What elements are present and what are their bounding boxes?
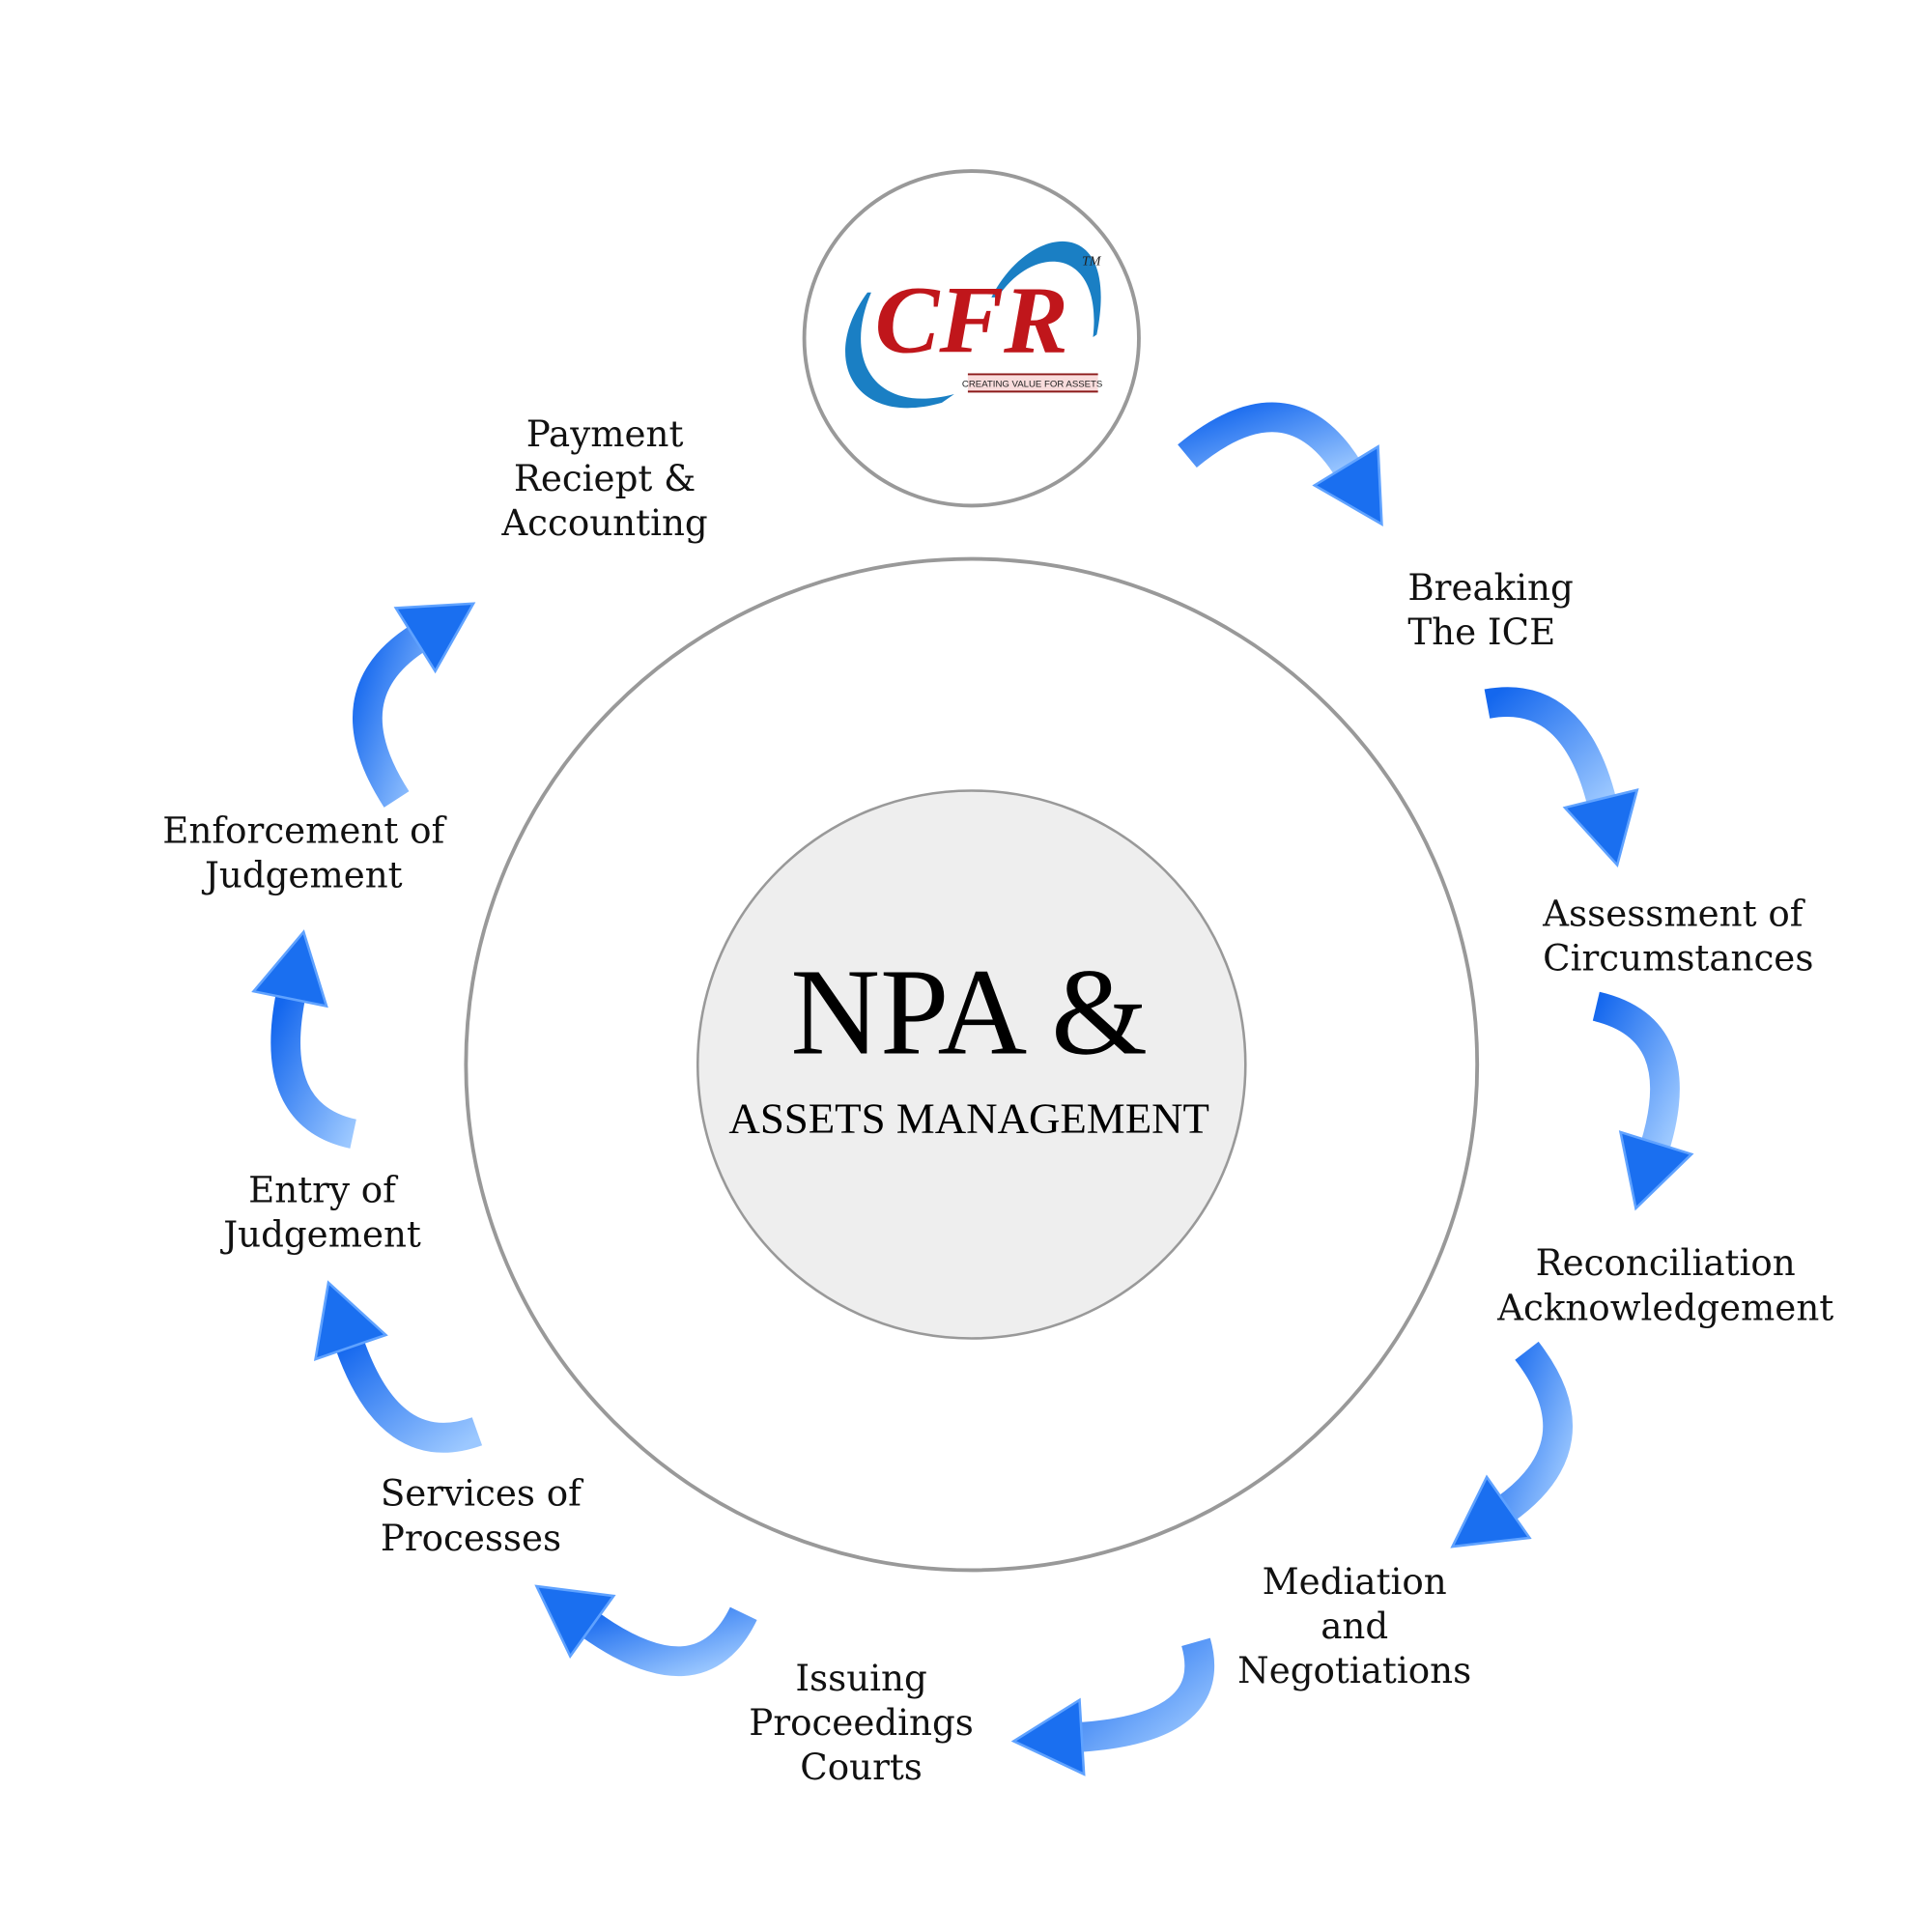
curved-arrow-icon [313,1280,483,1453]
step-label-line: Breaking [1407,566,1573,609]
step-label-line: Judgement [201,854,403,896]
logo-brand: CFR [875,266,1068,373]
step-label-line: Reciept & [514,457,696,499]
step-label-line: Assessment of [1542,892,1805,934]
step-label-line: Reconciliation [1536,1241,1796,1284]
step-label-line: Enforcement of [162,809,446,851]
step-label-line: Issuing [795,1657,926,1699]
step-label-line: and [1321,1605,1388,1647]
step-label-line: Negotiations [1237,1649,1471,1691]
step-label-line: Proceedings [749,1701,974,1744]
step-label-line: Mediation [1263,1560,1447,1603]
logo-tagline: CREATING VALUE FOR ASSETS [962,379,1102,389]
step-label-line: Payment [526,412,684,455]
step-label-line: Accounting [500,501,707,544]
curved-arrow-icon [1178,402,1383,526]
step-label-line: Services of [381,1472,583,1515]
center-circle [696,789,1247,1340]
curved-arrow-icon [251,929,357,1149]
center-title: NPA & [790,943,1148,1080]
step-label-line: Circumstances [1543,936,1813,979]
step-label-line: Courts [800,1746,923,1788]
logo-trademark: TM [1082,254,1102,270]
curved-arrow-icon [1450,1341,1573,1548]
curved-arrow-icon [1010,1637,1215,1776]
curved-arrow-icon [1592,991,1694,1211]
step-label-line: Judgement [219,1213,421,1256]
curved-arrow-icon [534,1584,757,1677]
step-label-line: Processes [381,1517,561,1559]
step-label-line: The ICE [1407,611,1555,653]
step-label-line: Acknowledgement [1496,1286,1833,1328]
step-label-line: Entry of [248,1168,398,1210]
center-subtitle: ASSETS MANAGEMENT [728,1094,1209,1143]
curved-arrow-icon [353,602,476,808]
cfr-logo: CFR TM CREATING VALUE FOR ASSETS [802,169,1141,508]
curved-arrow-icon [1484,687,1639,868]
